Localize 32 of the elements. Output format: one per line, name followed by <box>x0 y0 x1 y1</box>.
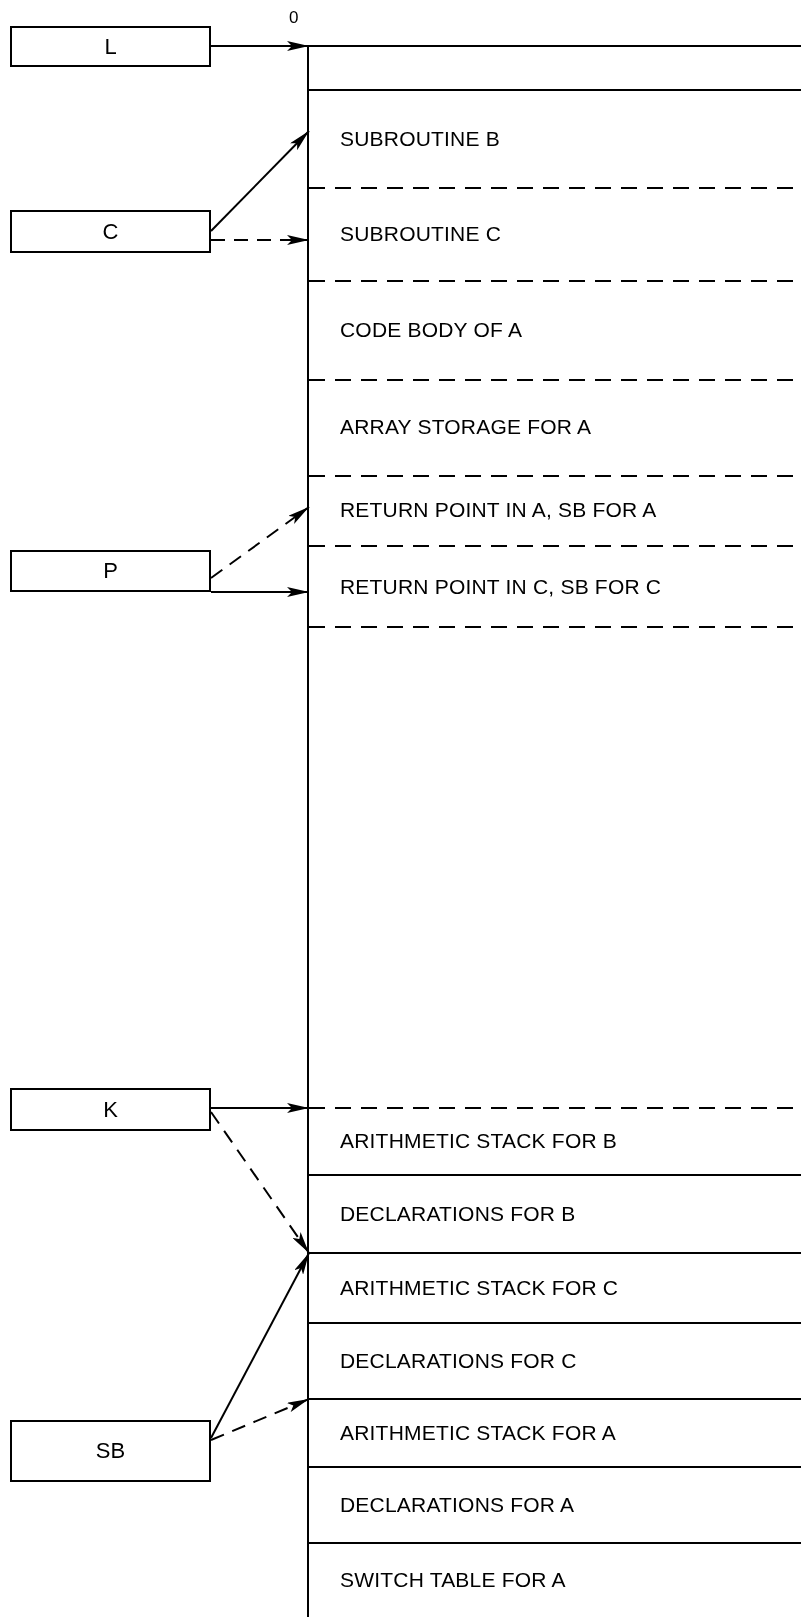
arrow <box>210 235 310 245</box>
section-label: CODE BODY OF A <box>340 317 523 342</box>
register-box <box>10 1088 211 1131</box>
arrow <box>210 1103 310 1113</box>
section-label: DECLARATIONS FOR A <box>340 1493 575 1517</box>
section-label: SUBROUTINE B <box>340 127 500 151</box>
arrow <box>210 41 310 51</box>
section-label: SWITCH TABLE FOR A <box>340 1568 566 1592</box>
register-box <box>10 210 211 253</box>
section-label: ARITHMETIC STACK FOR A <box>340 1421 616 1445</box>
register-box <box>10 26 211 67</box>
arrow <box>210 587 310 597</box>
register-label: P <box>103 558 118 584</box>
section-label: RETURN POINT IN A, SB FOR A <box>340 498 657 522</box>
section-label: ARRAY STORAGE FOR A <box>340 415 592 439</box>
arrow <box>210 506 310 579</box>
section-label: RETURN POINT IN C, SB FOR C <box>340 574 662 599</box>
register-label: SB <box>95 1438 126 1464</box>
address-label: 0 <box>289 8 299 28</box>
register-label: L <box>104 33 117 60</box>
section-label: ARITHMETIC STACK FOR B <box>340 1128 618 1153</box>
section-label: SUBROUTINE C <box>340 221 502 246</box>
section-label: ARITHMETIC STACK FOR C <box>340 1276 619 1300</box>
register-box <box>10 550 211 592</box>
register-label: C <box>102 218 119 245</box>
arrow <box>210 1111 310 1254</box>
register-label: K <box>103 1096 118 1123</box>
section-label: DECLARATIONS FOR B <box>340 1202 576 1226</box>
register-box <box>10 1420 211 1482</box>
arrow <box>210 130 310 232</box>
arrow <box>210 1398 310 1441</box>
section-label: DECLARATIONS FOR C <box>340 1349 577 1373</box>
